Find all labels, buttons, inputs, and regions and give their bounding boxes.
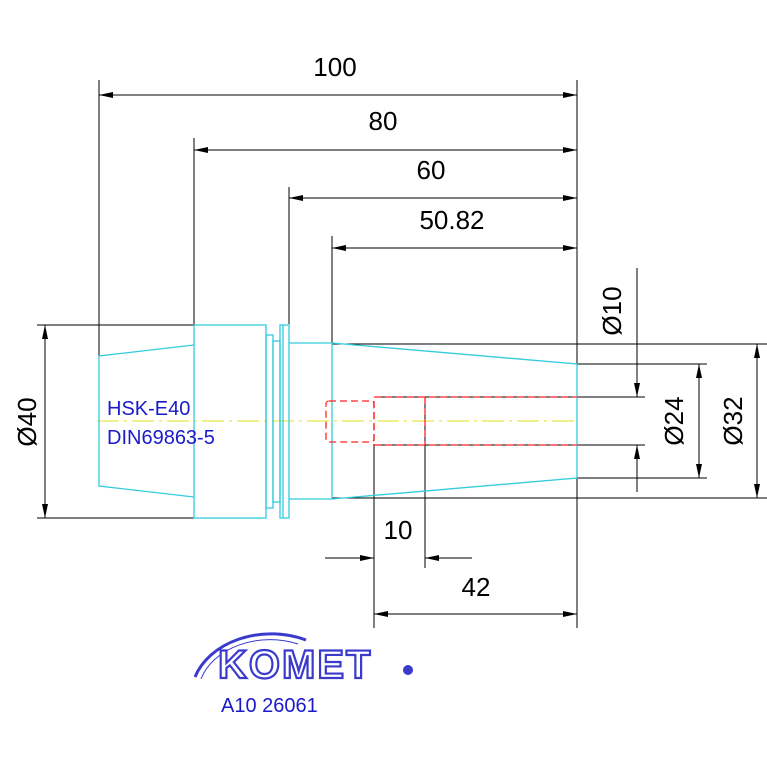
dimension-10: 10 (325, 404, 472, 628)
dimension-dia-24: Ø24 (577, 363, 707, 479)
dimension-80: 80 (193, 106, 577, 326)
logo-arc-inner (200, 639, 299, 680)
part-number: A10 26061 (221, 695, 318, 717)
registered-mark-icon (403, 665, 413, 675)
dimension-dia-24-text: Ø24 (659, 396, 689, 445)
dimension-dia-40: Ø40 (12, 324, 194, 519)
dimension-80-text: 80 (369, 106, 398, 136)
dimension-100: 100 (98, 52, 578, 628)
dimension-100-text: 100 (313, 52, 356, 82)
logo-arc (193, 632, 307, 678)
dimension-dia-10: Ø10 (374, 268, 645, 492)
interface-label: HSK-E40 (107, 398, 190, 420)
komet-logo: KOMET (193, 632, 413, 688)
dimension-dia-10-text: Ø10 (597, 286, 627, 335)
tool-holder-outline (98, 324, 578, 519)
dimension-dia-32: Ø32 (332, 343, 767, 499)
dimension-60-text: 60 (417, 155, 446, 185)
dimension-60: 60 (288, 155, 577, 324)
dimension-42: 42 (374, 572, 577, 617)
dimension-10-text: 10 (384, 515, 413, 545)
dimension-50-82: 50.82 (331, 205, 577, 344)
logo-text: KOMET (218, 643, 372, 687)
internal-bore-hidden-lines (325, 396, 577, 446)
standard-label: DIN69863-5 (107, 427, 215, 449)
dimension-dia-32-text: Ø32 (718, 396, 748, 445)
dimension-50-82-text: 50.82 (419, 205, 484, 235)
dimension-dia-40-text: Ø40 (12, 397, 42, 446)
dimension-42-text: 42 (462, 572, 491, 602)
